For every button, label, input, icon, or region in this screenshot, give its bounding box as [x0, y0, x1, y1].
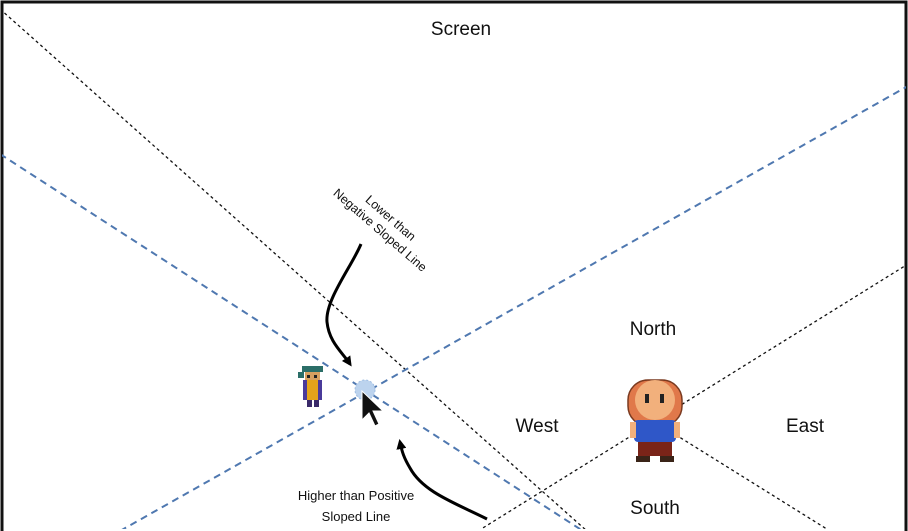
player-diagonal-up [479, 264, 906, 529]
negative-slope-line-black [2, 9, 586, 529]
negative-slope-line-blue [2, 154, 582, 529]
arrow-from-positive-annotation [396, 439, 488, 521]
east-label: East [786, 416, 825, 437]
south-label: South [630, 498, 680, 519]
arrow-from-negative-annotation [325, 243, 363, 367]
positive-slope-line-blue [121, 85, 906, 529]
positive-line-annotation-1: Higher than Positive [298, 488, 414, 503]
player-character-icon [627, 379, 683, 462]
north-label: North [630, 319, 676, 340]
positive-line-annotation-2: Sloped Line [322, 509, 391, 524]
screen-title: Screen [431, 19, 491, 40]
west-label: West [516, 416, 560, 437]
mouse-cursor-icon [354, 379, 385, 427]
npc-character-icon [298, 366, 323, 407]
player-diagonal-down [659, 424, 829, 529]
